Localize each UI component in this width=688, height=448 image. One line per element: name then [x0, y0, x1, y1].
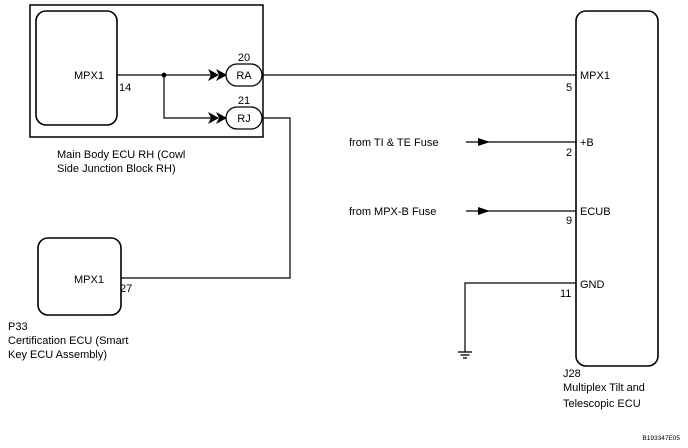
tilt-pin-gnd-name: GND — [580, 279, 605, 291]
wire-rj-to-cert-ecu — [121, 117, 291, 279]
tilt-ecu-box — [575, 10, 659, 367]
tilt-ecu-name-line1: Multiplex Tilt and — [563, 382, 645, 394]
tilt-pin-ecub-name: ECUB — [580, 206, 611, 218]
cert-ecu-pin-number: 27 — [120, 283, 132, 295]
tilt-ecu-name-line2: Telescopic ECU — [563, 398, 641, 410]
connector-ra-chevron-icon — [208, 69, 227, 81]
cert-ecu-code: P33 — [8, 321, 28, 333]
cert-ecu-pin-name: MPX1 — [74, 274, 104, 286]
ground-icon — [458, 351, 472, 359]
connector-ra-label: RA — [236, 70, 252, 82]
figure-id: B193347E05 — [642, 435, 680, 442]
tilt-pin-gnd-number: 11 — [560, 288, 571, 300]
cert-ecu-box — [37, 237, 122, 316]
arrow-ti-te-icon — [478, 138, 490, 146]
wire-gnd — [464, 282, 576, 352]
connector-rj-chevron-icon — [208, 112, 227, 124]
main-ecu-outline — [29, 4, 264, 138]
connector-rj-number: 21 — [238, 95, 250, 107]
main-ecu-box — [35, 10, 118, 126]
tilt-pin-b-number: 2 — [566, 147, 572, 159]
main-ecu-wire-branch — [163, 75, 212, 119]
source-mpx-b-fuse: from MPX-B Fuse — [349, 206, 436, 218]
main-ecu-name-line2: Side Junction Block RH) — [57, 163, 176, 175]
connector-ra-number: 20 — [238, 52, 250, 64]
tilt-pin-mpx1-name: MPX1 — [580, 70, 610, 82]
main-ecu-pin-number: 14 — [119, 82, 131, 94]
tilt-pin-ecub-number: 9 — [566, 215, 572, 227]
cert-ecu-name-line1: Certification ECU (Smart — [8, 335, 128, 347]
tilt-ecu-code: J28 — [563, 368, 581, 380]
cert-ecu-name-line2: Key ECU Assembly) — [8, 349, 107, 361]
source-ti-te-fuse: from TI & TE Fuse — [349, 137, 438, 149]
tilt-pin-b-name: +B — [580, 137, 594, 149]
main-ecu-pin-name: MPX1 — [74, 70, 104, 82]
tilt-pin-mpx1-number: 5 — [566, 82, 572, 94]
main-ecu-name-line1: Main Body ECU RH (Cowl — [57, 149, 185, 161]
connector-rj-label: RJ — [237, 113, 250, 125]
arrow-mpx-b-icon — [478, 207, 490, 215]
